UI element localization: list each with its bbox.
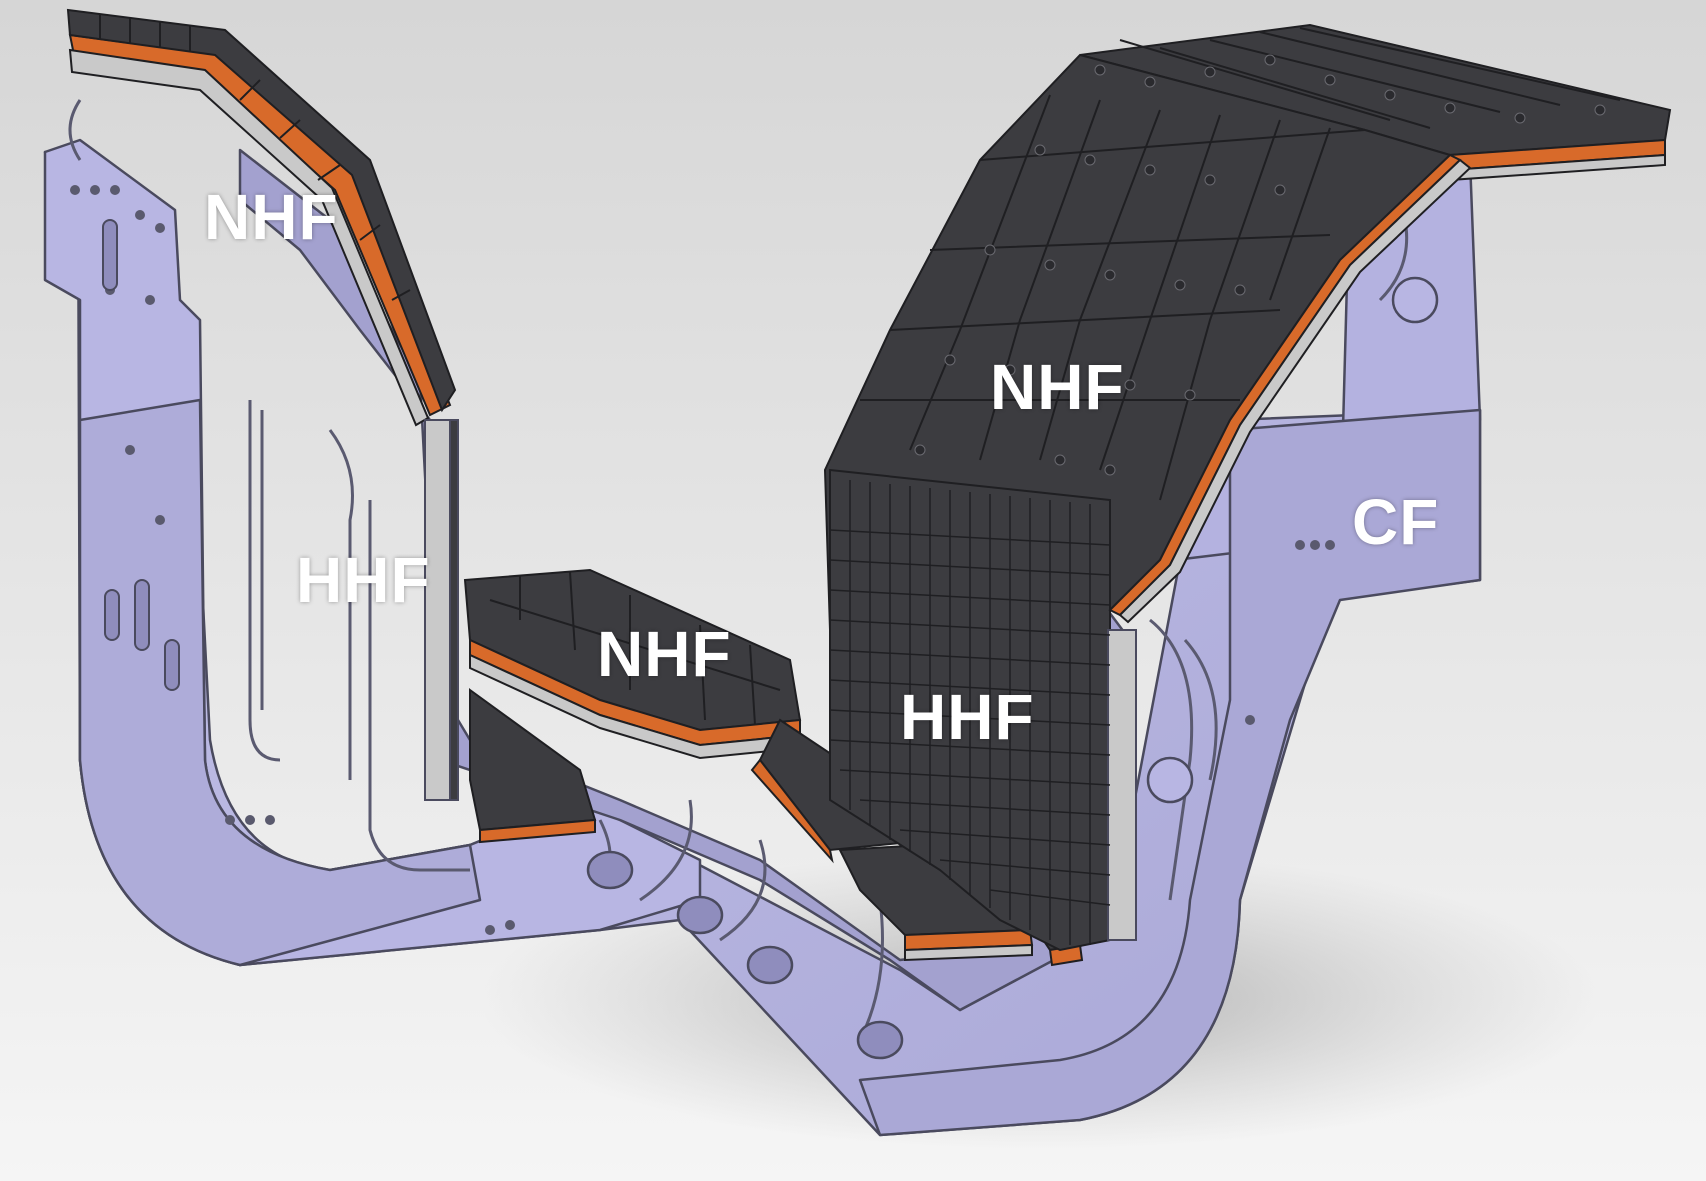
label-cf: CF (1352, 486, 1440, 558)
port-openings (586, 276, 1439, 1060)
left-hhf-plate (424, 419, 459, 801)
label-nhf-right: NHF (990, 351, 1125, 423)
left-armor-strip (66, 8, 457, 427)
right-armor (823, 23, 1672, 952)
label-nhf-left: NHF (204, 181, 339, 253)
tile-bolt-holes (914, 54, 1606, 476)
frame-holes (70, 185, 1335, 935)
slot-openings (102, 219, 180, 691)
label-hhf-right: HHF (900, 681, 1035, 753)
label-nhf-center: NHF (597, 618, 732, 690)
label-hhf-left: HHF (296, 544, 431, 616)
hhf-monoblock-grid (829, 480, 1111, 945)
